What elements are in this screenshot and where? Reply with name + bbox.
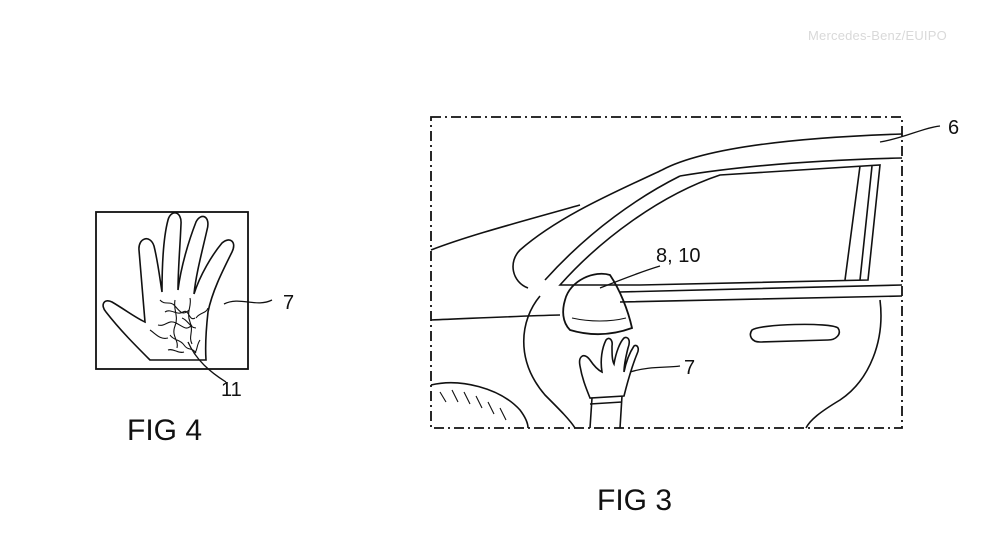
- fig3-roof-line: [661, 133, 903, 177]
- fig3-leader-mirror: [599, 265, 661, 289]
- fig3-body-line: [430, 314, 561, 321]
- fig3-hand: [578, 336, 640, 399]
- fig3-frame: [430, 116, 903, 429]
- fig3-mirror: [562, 272, 634, 336]
- fig4-veins: [149, 297, 209, 355]
- fig4-group: [95, 211, 273, 383]
- fig3-caption: FIG 3: [597, 484, 672, 517]
- fig3-ref-roof: 6: [948, 117, 959, 139]
- fig4-frame: [95, 211, 249, 370]
- fig4-ref-hand: 7: [283, 292, 294, 314]
- fig3-door-outline: [523, 295, 882, 429]
- fig3-belt-line: [619, 284, 903, 303]
- fig4-caption: FIG 4: [127, 414, 202, 447]
- watermark-text: Mercedes-Benz/EUIPO: [808, 28, 947, 43]
- fig4-hand-outline: [102, 212, 235, 361]
- fig4-leader-veins: [187, 341, 227, 383]
- fig4-leader-hand: [223, 299, 273, 305]
- fig3-mirror-inner: [571, 317, 627, 322]
- fig3-ref-mirror: 8, 10: [656, 245, 700, 267]
- fig3-a-pillar: [512, 169, 681, 289]
- fig3-leader-hand: [629, 365, 681, 373]
- fig3-wheel-arch: [430, 382, 529, 429]
- fig3-ref-hand: 7: [684, 357, 695, 379]
- fig3-door-handle: [749, 323, 841, 343]
- fig3-b-pillar: [844, 165, 873, 281]
- fig4-ref-veins: 11: [221, 379, 242, 401]
- fig3-tire-tread: [439, 389, 507, 421]
- fig3-hood-line: [430, 204, 581, 251]
- fig3-leader-roof: [879, 125, 941, 143]
- fig3-window-frame: [558, 164, 881, 286]
- fig3-arm: [589, 395, 623, 429]
- fig3-group: [430, 116, 941, 429]
